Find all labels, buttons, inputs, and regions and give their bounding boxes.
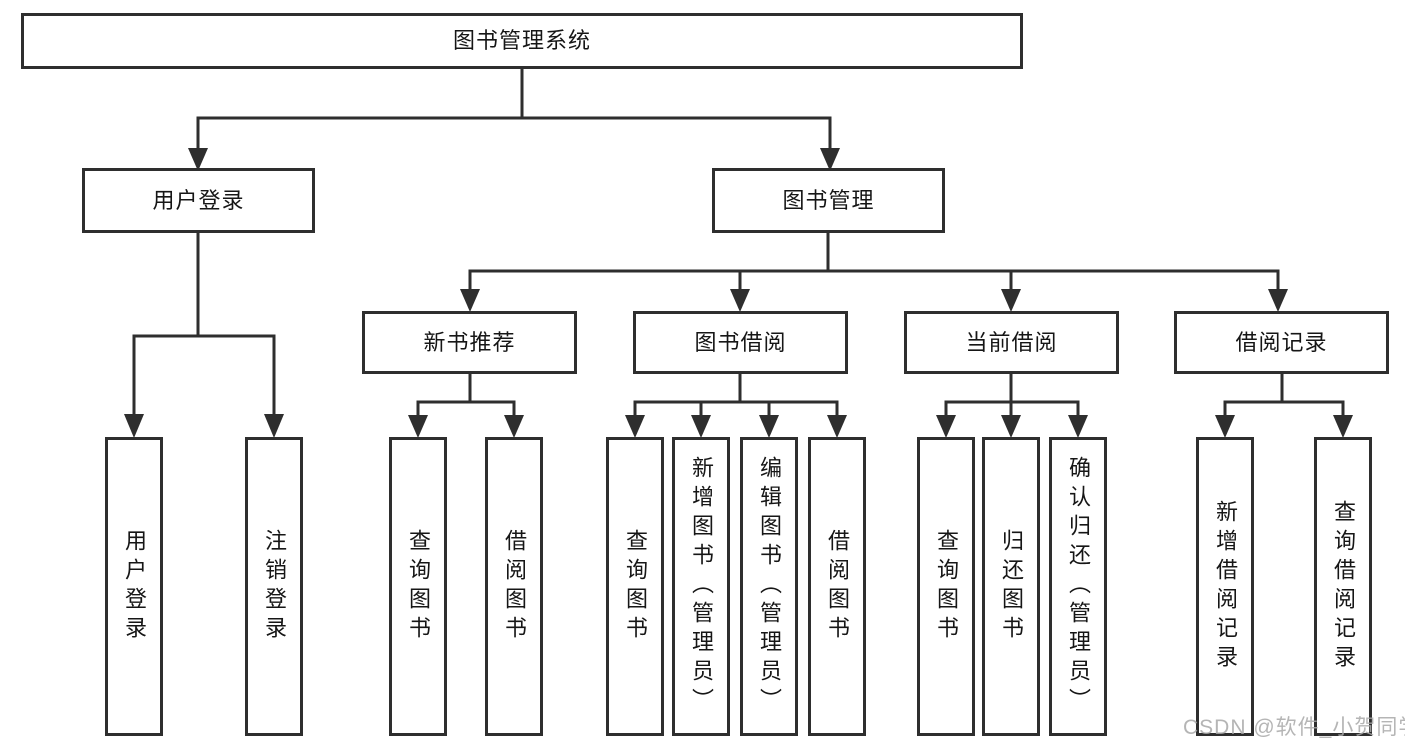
connector-userlogin-to-children: [124, 232, 284, 438]
leaf-borrow-borrow-books: 借阅图书: [808, 437, 866, 736]
node-root-library-system: 图书管理系统: [21, 13, 1023, 69]
leaf-borrow-edit-books-admin: 编辑图书（管理员）: [740, 437, 798, 736]
leaf-current-confirm-return-admin: 确认归还（管理员）: [1049, 437, 1107, 736]
leaf-newbook-query-books: 查询图书: [389, 437, 447, 736]
leaf-user-login: 用户登录: [105, 437, 163, 736]
node-book-borrow: 图书借阅: [633, 311, 848, 374]
node-borrow-record: 借阅记录: [1174, 311, 1389, 374]
leaf-current-query-books: 查询图书: [917, 437, 975, 736]
node-new-book-recommend: 新书推荐: [362, 311, 577, 374]
node-book-management: 图书管理: [712, 168, 945, 233]
connector-bookmgmt-to-children: [460, 232, 1288, 312]
leaf-record-add-borrow-record: 新增借阅记录: [1196, 437, 1254, 736]
node-user-login: 用户登录: [82, 168, 315, 233]
connector-currentborrow-to-children: [936, 374, 1088, 438]
connector-newbook-to-children: [408, 374, 524, 438]
leaf-borrow-add-books-admin: 新增图书（管理员）: [672, 437, 730, 736]
leaf-newbook-borrow-books: 借阅图书: [485, 437, 543, 736]
leaf-logout: 注销登录: [245, 437, 303, 736]
leaf-record-query-borrow-record: 查询借阅记录: [1314, 437, 1372, 736]
node-current-borrow: 当前借阅: [904, 311, 1119, 374]
csdn-watermark: CSDN @软件_小贺同学: [1183, 716, 1405, 739]
leaf-borrow-query-books: 查询图书: [606, 437, 664, 736]
connector-root-to-level2: [188, 68, 840, 171]
leaf-current-return-books: 归还图书: [982, 437, 1040, 736]
connector-bookborrow-to-children: [625, 374, 847, 438]
connector-borrowrecord-to-children: [1215, 374, 1353, 438]
